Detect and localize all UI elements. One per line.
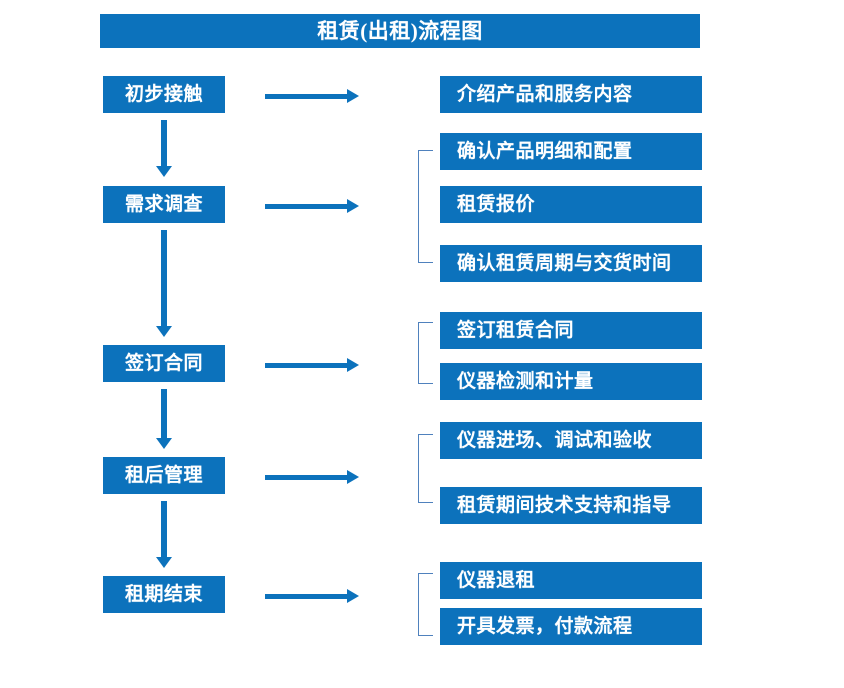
- stage-node-3[interactable]: 签订合同: [103, 345, 225, 382]
- flowchart-title: 租赁(出租)流程图: [100, 14, 700, 48]
- group-bracket-4: [418, 573, 433, 636]
- detail-node-3[interactable]: 租赁报价: [440, 186, 702, 223]
- detail-node-10[interactable]: 开具发票，付款流程: [440, 608, 702, 645]
- group-bracket-2: [418, 322, 433, 384]
- detail-node-4[interactable]: 确认租赁周期与交货时间: [440, 245, 702, 282]
- stage-node-1[interactable]: 初步接触: [103, 76, 225, 113]
- stage-node-5[interactable]: 租期结束: [103, 576, 225, 613]
- group-bracket-3: [418, 434, 433, 503]
- group-bracket-1: [418, 150, 433, 263]
- stage-node-2[interactable]: 需求调查: [103, 186, 225, 223]
- detail-node-5[interactable]: 签订租赁合同: [440, 312, 702, 349]
- detail-node-7[interactable]: 仪器进场、调试和验收: [440, 422, 702, 459]
- detail-node-8[interactable]: 租赁期间技术支持和指导: [440, 487, 702, 524]
- detail-node-2[interactable]: 确认产品明细和配置: [440, 133, 702, 170]
- detail-node-6[interactable]: 仪器检测和计量: [440, 363, 702, 400]
- detail-node-9[interactable]: 仪器退租: [440, 562, 702, 599]
- detail-node-1[interactable]: 介绍产品和服务内容: [440, 76, 702, 113]
- stage-node-4[interactable]: 租后管理: [103, 457, 225, 494]
